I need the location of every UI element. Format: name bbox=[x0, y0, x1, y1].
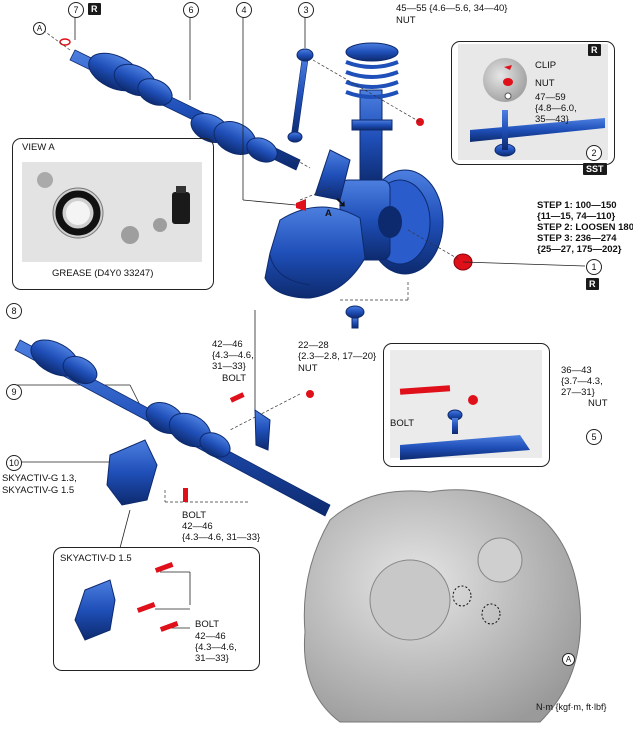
mid-nut-torque-1: 22—28 bbox=[298, 340, 329, 351]
lower-bolt-torque-1: 42—46 bbox=[182, 521, 213, 532]
tie-rod-inset bbox=[451, 41, 615, 165]
lower-bolt bbox=[183, 488, 188, 502]
tie-rod-torque-3: 35—43} bbox=[535, 114, 569, 125]
step-1-imperial: {11—15, 74—110} bbox=[537, 211, 616, 222]
ball-joint-inset-graphic bbox=[390, 350, 542, 460]
strut-assembly bbox=[345, 42, 399, 186]
upper-drive-shaft bbox=[69, 49, 301, 171]
tie-rod-torque-2: {4.8—6.0, bbox=[535, 103, 577, 114]
mid-nut bbox=[306, 390, 314, 398]
diesel-inset-title: SKYACTIV-D 1.5 bbox=[60, 553, 132, 564]
replace-badge-hub-nut: R bbox=[586, 278, 599, 290]
ball-joint-inset bbox=[383, 343, 550, 467]
ball-joint-torque-3: 27—31} bbox=[561, 387, 595, 398]
bracket-plate bbox=[254, 409, 271, 451]
callout-4: 4 bbox=[236, 2, 252, 18]
mid-bolt-torque-3: 31—33} bbox=[212, 361, 246, 372]
step-3: STEP 3: 236—274 bbox=[537, 233, 617, 244]
tie-rod-torque-1: 47—59 bbox=[535, 92, 566, 103]
diesel-torque-3: 31—33} bbox=[195, 653, 229, 664]
mid-bolt bbox=[229, 392, 245, 403]
ball-joint-torque-1: 36—43 bbox=[561, 365, 592, 376]
callout-1: 1 bbox=[586, 259, 602, 275]
callout-2: 2 bbox=[586, 145, 602, 161]
ball-joint-nut-label: NUT bbox=[588, 398, 608, 409]
grease-label: GREASE (D4Y0 33247) bbox=[52, 268, 154, 279]
callout-5: 5 bbox=[586, 429, 602, 445]
callout-8: 8 bbox=[6, 303, 22, 319]
diesel-torque-2: {4.3—4.6, bbox=[195, 642, 237, 653]
top-nut-torque: 45—55 {4.6—5.6, 34—40} bbox=[396, 3, 508, 14]
replace-badge-circlip: R bbox=[88, 3, 101, 15]
engine-g13: SKYACTIV-G 1.3, bbox=[2, 473, 77, 484]
lower-ball-joint bbox=[345, 305, 365, 329]
mid-bolt-label: BOLT bbox=[222, 373, 247, 384]
diesel-bolt-label: BOLT bbox=[195, 619, 220, 630]
view-a-arrow-label: A bbox=[325, 208, 332, 219]
stabilizer-nut bbox=[416, 118, 424, 126]
tie-rod-nut-label: NUT bbox=[535, 78, 555, 89]
units-label: N·m {kgf·m, ft·lbf} bbox=[536, 702, 607, 712]
hose-clip bbox=[296, 199, 306, 211]
step-1: STEP 1: 100—150 bbox=[537, 200, 617, 211]
splash-shield bbox=[264, 206, 366, 299]
lower-drive-shaft bbox=[14, 339, 331, 517]
lower-bolt-label: BOLT bbox=[182, 510, 207, 521]
callout-9: 9 bbox=[6, 384, 22, 400]
callout-6: 6 bbox=[183, 2, 199, 18]
circlip bbox=[59, 38, 71, 46]
step-3-imperial: {25—27, 175—202} bbox=[537, 244, 622, 255]
diesel-inset bbox=[53, 547, 260, 671]
joint-shaft-bracket bbox=[106, 439, 158, 506]
callout-3: 3 bbox=[298, 2, 314, 18]
mid-nut-torque-2: {2.3—2.8, 17—20} bbox=[298, 351, 377, 362]
callout-10: 10 bbox=[6, 455, 22, 471]
view-a-title: VIEW A bbox=[22, 142, 55, 153]
stabilizer-link bbox=[287, 48, 314, 143]
ball-joint-torque-2: {3.7—4.3, bbox=[561, 376, 603, 387]
sst-badge: SST bbox=[583, 163, 607, 175]
callout-7: 7 bbox=[68, 2, 84, 18]
diesel-bracket-graphic bbox=[74, 562, 179, 641]
step-2: STEP 2: LOOSEN 180° bbox=[537, 222, 633, 233]
ball-joint-bolt-label: BOLT bbox=[390, 418, 415, 429]
lower-bolt-torque-2: {4.3—4.6, 31—33} bbox=[182, 532, 261, 543]
mid-nut-label: NUT bbox=[298, 363, 318, 374]
diesel-torque-1: 42—46 bbox=[195, 631, 226, 642]
mid-bolt-torque-1: 42—46 bbox=[212, 339, 243, 350]
replace-badge-inset: R bbox=[588, 44, 601, 56]
view-a-inset bbox=[12, 138, 214, 290]
top-nut-label: NUT bbox=[396, 15, 416, 26]
tie-rod-inset-graphic bbox=[458, 44, 608, 160]
view-a-marker-top: A bbox=[33, 22, 46, 35]
clip-label: CLIP bbox=[535, 60, 557, 71]
view-a-arrow: ➘ bbox=[335, 194, 347, 210]
view-a-marker-bottom: A bbox=[562, 653, 575, 666]
engine-g15: SKYACTIV-G 1.5 bbox=[2, 485, 75, 496]
mid-bolt-torque-2: {4.3—4.6, bbox=[212, 350, 254, 361]
transaxle bbox=[303, 489, 581, 723]
view-a-graphic bbox=[22, 162, 202, 262]
